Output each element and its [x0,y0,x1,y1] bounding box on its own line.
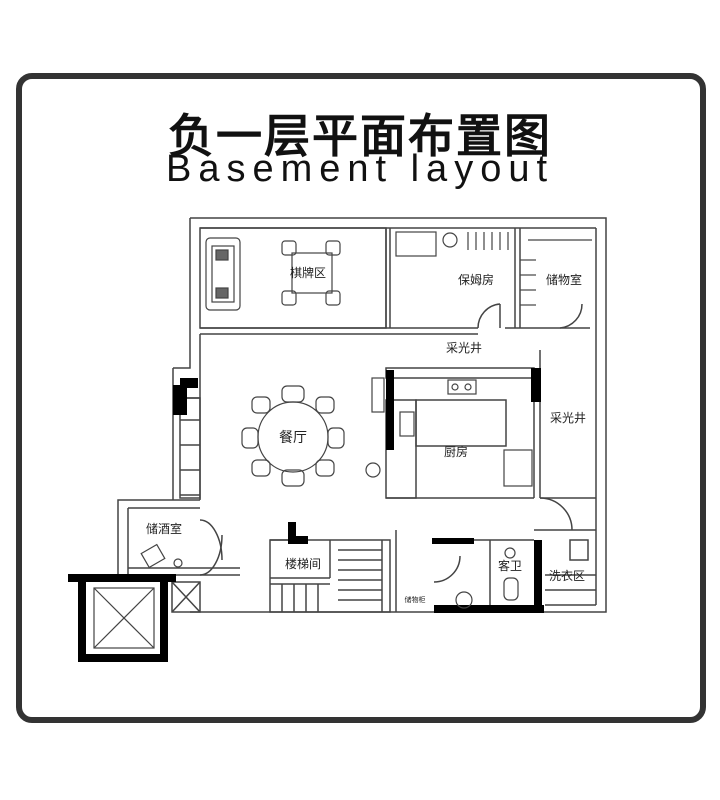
label-small-closet: 储物柜 [405,595,426,604]
solid-walls [68,368,544,662]
bath-fixtures [455,547,519,609]
dining-table-icon [241,385,381,487]
label-light-well-top: 采光井 [446,341,482,355]
kitchen-fixtures [371,377,533,487]
wine-cellar-chair-icon [140,543,183,569]
title-chinese: 负一层平面布置图 [168,109,552,163]
title-english: Basement layout [165,148,555,190]
label-laundry: 洗衣区 [549,568,585,583]
label-light-well-right: 采光井 [550,411,586,425]
sofa-icon [205,237,241,311]
label-chess-room: 棋牌区 [290,266,326,280]
label-guest-bath: 客卫 [498,558,522,573]
label-kitchen: 厨房 [444,444,468,459]
label-wine-cellar: 储酒室 [146,521,182,536]
label-storage-room: 储物室 [546,272,582,287]
nanny-room-furniture [395,231,592,306]
label-dining: 餐厅 [279,430,307,446]
outer-frame [16,73,706,723]
chess-table-icon [281,240,341,306]
wall-outlines [117,217,607,613]
label-nanny-room: 保姆房 [458,272,494,287]
elevator-cab [93,587,155,649]
label-stairwell: 楼梯间 [285,556,321,571]
